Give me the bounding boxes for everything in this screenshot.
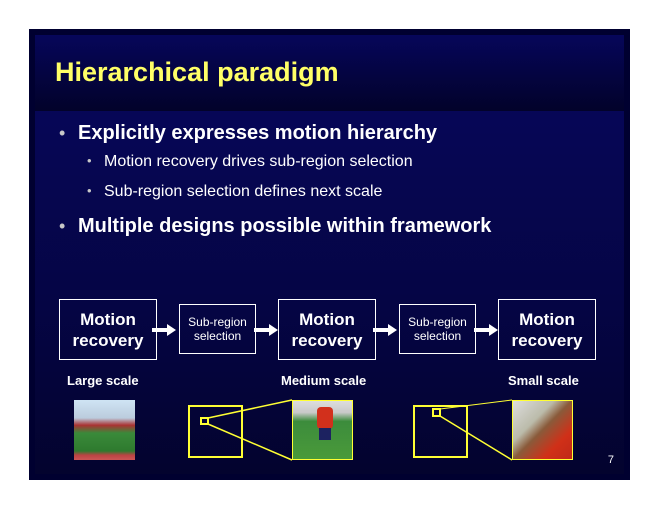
medium-scale-image: [292, 400, 353, 460]
scale-label-small: Small scale: [508, 373, 579, 388]
scale-label-medium: Medium scale: [281, 373, 367, 388]
selection-frame: [413, 405, 468, 458]
arrow-right-icon: [373, 324, 397, 336]
bullet-icon: •: [59, 123, 66, 143]
slide: Hierarchical paradigm • Explicitly expre…: [29, 29, 630, 480]
motion-recovery-box: Motion recovery: [59, 299, 157, 360]
slide-body: Hierarchical paradigm • Explicitly expre…: [35, 35, 624, 474]
scale-label-large: Large scale: [67, 373, 139, 388]
bullet-2: Multiple designs possible within framewo…: [78, 215, 492, 237]
box-label: Motion recovery: [291, 309, 363, 350]
large-scale-image: [74, 400, 135, 460]
box-label: Sub-region selection: [188, 315, 247, 343]
motion-recovery-box: Motion recovery: [278, 299, 376, 360]
small-scale-image: [512, 400, 573, 460]
box-label: Sub-region selection: [408, 315, 467, 343]
box-label: Motion recovery: [511, 309, 583, 350]
player-figure: [317, 407, 333, 429]
page-number: 7: [607, 454, 614, 466]
slide-title: Hierarchical paradigm: [55, 57, 339, 87]
sub-bullet-2: Sub-region selection defines next scale: [104, 183, 383, 200]
bullet-icon: •: [59, 216, 66, 236]
arrow-right-icon: [152, 324, 176, 336]
sub-bullet-1: Motion recovery drives sub-region select…: [104, 153, 413, 170]
motion-recovery-box: Motion recovery: [498, 299, 596, 360]
player-shorts: [319, 428, 331, 440]
title-bar: Hierarchical paradigm: [35, 35, 624, 111]
box-label: Motion recovery: [72, 309, 144, 350]
bullet-icon: •: [87, 153, 92, 168]
subregion-box: Sub-region selection: [399, 304, 476, 354]
bullet-icon: •: [87, 183, 92, 198]
arrow-right-icon: [474, 324, 498, 336]
arrow-right-icon: [254, 324, 278, 336]
subregion-box: Sub-region selection: [179, 304, 256, 354]
selection-frame: [188, 405, 243, 458]
zoom-lines: [200, 399, 513, 461]
bullet-1: Explicitly expresses motion hierarchy: [78, 122, 438, 144]
